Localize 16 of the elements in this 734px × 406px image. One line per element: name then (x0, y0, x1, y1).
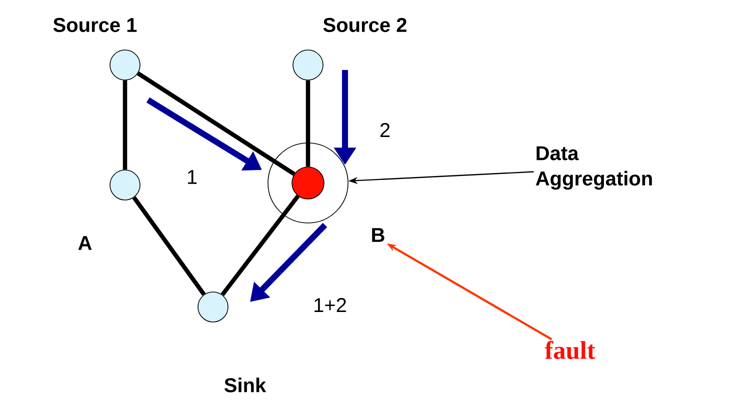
node-label: B (372, 228, 384, 242)
aggregation-circle (268, 142, 348, 224)
node-label: Source 1 (53, 18, 137, 32)
flow-label: 1+2 (314, 298, 346, 312)
node-label: Source 2 (323, 18, 406, 32)
connector-line (132, 196, 206, 296)
callout-text: Data Aggregation (536, 146, 652, 190)
node-label: Sink (224, 378, 266, 392)
node-label: A (78, 236, 92, 250)
connector-line (220, 194, 300, 296)
connector-line (122, 80, 128, 170)
fault-label: fault (544, 340, 596, 360)
connector-line (306, 80, 310, 167)
connector-line (136, 72, 296, 176)
flow-label: 2 (380, 123, 390, 137)
flow-label: 1 (188, 170, 197, 184)
